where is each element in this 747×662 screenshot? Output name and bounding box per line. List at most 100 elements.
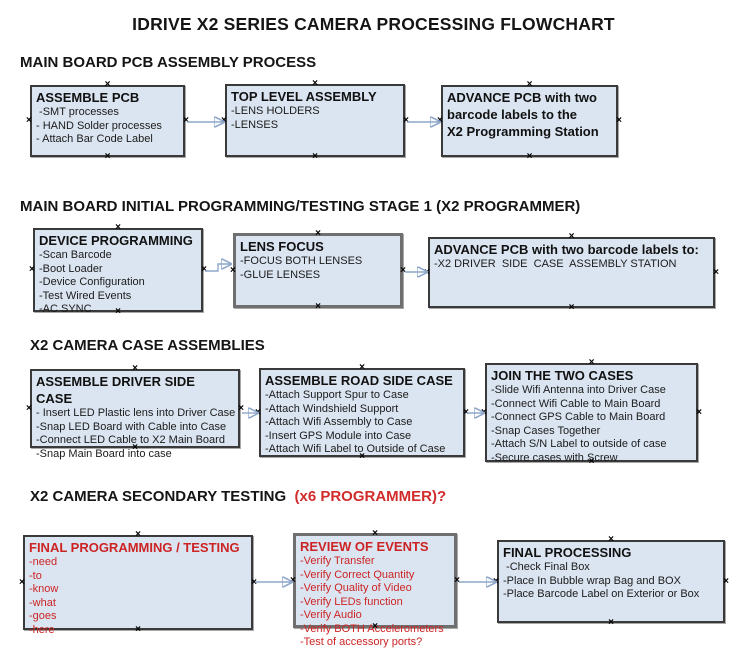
page-title: IDRIVE X2 SERIES CAMERA PROCESSING FLOWC…	[132, 14, 615, 34]
connector-handle-bottom: ×	[132, 442, 138, 453]
flow-box-assemble-road-side-case: ASSEMBLE ROAD SIDE CASE -Attach Support …	[255, 363, 469, 462]
flow-box-final-processing: FINAL PROCESSING -Check Final Box-Place …	[493, 535, 729, 628]
box-item: -Verify Audio	[300, 609, 362, 621]
flow-arrow	[205, 264, 231, 272]
box-item: -Attach S/N Label to outside of case	[491, 438, 667, 450]
box-item: -LENSES	[231, 118, 279, 131]
box-title: ASSEMBLE PCB	[36, 90, 140, 105]
box-item-list: -FOCUS BOTH LENSES-GLUE LENSES	[240, 255, 396, 282]
box-item: -Slide Wifi Antenna into Driver Case	[491, 384, 666, 396]
box-title: ADVANCE PCB with two barcode labels to t…	[447, 90, 599, 139]
connector-handle-left: ×	[437, 115, 443, 126]
box-item: -Attach Wifi Label to Outside of Case	[265, 443, 446, 455]
box-item: -Attach Support Spur to Case	[265, 389, 409, 401]
connector-handle-bottom: ×	[135, 624, 141, 635]
box-item: -what	[29, 596, 56, 609]
box-item: -Boot Loader	[39, 262, 103, 275]
box-item: -Connect Wifi Cable to Main Board	[491, 397, 661, 410]
flow-box-advance-pcb-programming-station: ADVANCE PCB with two barcode labels to t…	[437, 80, 622, 162]
box-item: -Device Configuration	[39, 276, 145, 288]
connector-handle-top: ×	[104, 79, 111, 90]
box-item: -Verify Quality of Video	[300, 582, 412, 594]
box-title: ADVANCE PCB with two barcode labels to:	[434, 242, 699, 257]
connector-handle-right: ×	[713, 266, 719, 278]
connector-handle-bottom: ×	[115, 306, 121, 317]
connector-handle-bottom: ×	[104, 151, 111, 162]
connector-handle-right: ×	[463, 406, 469, 418]
flow-box-assemble-driver-side-case: ASSEMBLE DRIVER SIDE CASE - Insert LED P…	[26, 364, 244, 460]
box-item: -know	[29, 583, 59, 595]
box-item: -need	[29, 556, 58, 568]
connector-handle-bottom: ×	[359, 451, 365, 462]
section-heading-initial-programming: MAIN BOARD INITIAL PROGRAMMING/TESTING S…	[20, 198, 580, 215]
box-item: -Test of accessory ports?	[300, 636, 423, 648]
box-title: FINAL PROCESSING	[503, 545, 632, 560]
box-item: - Insert LED Plastic lens into Driver Ca…	[36, 407, 236, 419]
connector-handle-left: ×	[19, 576, 25, 588]
section-heading-secondary-testing: X2 CAMERA SECONDARY TESTING (x6 PROGRAMM…	[30, 488, 446, 505]
flow-box-assemble-pcb: ASSEMBLE PCB -SMT processes- HAND Solder…	[26, 80, 189, 162]
box-title: TOP LEVEL ASSEMBLY	[231, 89, 377, 104]
connector-handle-left: ×	[26, 402, 32, 414]
box-item: -Verify Correct Quantity	[300, 568, 415, 581]
connector-handle-right: ×	[251, 576, 257, 588]
box-title: DEVICE PROGRAMMING	[39, 233, 193, 248]
connector-handle-right: ×	[183, 115, 189, 126]
box-item: -LENS HOLDERS	[231, 105, 320, 117]
box-item: -FOCUS BOTH LENSES	[240, 255, 363, 267]
box-title: ASSEMBLE ROAD SIDE CASE	[265, 373, 453, 388]
connector-handle-top: ×	[312, 78, 318, 89]
connector-handle-right: ×	[403, 114, 409, 126]
connector-handle-bottom: ×	[588, 456, 595, 467]
box-item-list: -need-to-know-what-goes-here	[29, 556, 247, 637]
box-item: -Attach Wifi Assembly to Case	[265, 416, 413, 428]
box-item-list: -Slide Wifi Antenna into Driver Case-Con…	[491, 384, 692, 465]
box-item: -Connect GPS Cable to Main Board	[491, 411, 666, 423]
box-title: LENS FOCUS	[240, 239, 324, 254]
box-item: -Insert GPS Module into Case	[265, 429, 412, 442]
flow-box-top-level-assembly: TOP LEVEL ASSEMBLY -LENS HOLDERS-LENSES …	[221, 79, 409, 162]
section-heading-text: MAIN BOARD PCB ASSEMBLY PROCESS	[20, 54, 317, 71]
section-heading-case-assemblies: X2 CAMERA CASE ASSEMBLIES	[30, 337, 265, 354]
connector-handle-top: ×	[526, 79, 533, 90]
box-item-list: -SMT processes- HAND Solder processes- A…	[36, 106, 179, 147]
box-item: -Snap Main Board into case	[36, 447, 172, 460]
connector-handle-right: ×	[201, 264, 207, 275]
box-item: -Place Barcode Label on Exterior or Box	[503, 588, 700, 600]
section-heading-text: MAIN BOARD INITIAL PROGRAMMING/TESTING S…	[20, 198, 581, 215]
connector-handle-top: ×	[115, 222, 121, 233]
box-item: -Test Wired Events	[39, 289, 132, 302]
box-item: -GLUE LENSES	[240, 268, 321, 281]
box-item: -Scan Barcode	[39, 249, 112, 261]
box-item-list: -Check Final Box-Place In Bubble wrap Ba…	[503, 561, 719, 602]
section-heading-pcb-assembly: MAIN BOARD PCB ASSEMBLY PROCESS	[20, 54, 316, 71]
connector-handle-bottom: ×	[608, 617, 614, 628]
connector-handle-bottom: ×	[568, 302, 575, 313]
flow-box-device-programming: DEVICE PROGRAMMING -Scan Barcode-Boot Lo…	[29, 223, 207, 317]
box-item: -Verify LEDs function	[300, 595, 403, 608]
connector-handle-bottom: ×	[372, 621, 378, 632]
connector-handle-left: ×	[29, 264, 35, 275]
flow-box-lens-focus: LENS FOCUS -FOCUS BOTH LENSES-GLUE LENSE…	[230, 229, 406, 312]
connector-handle-right: ×	[616, 115, 622, 126]
connector-handle-left: ×	[230, 264, 236, 276]
box-item: -SMT processes	[36, 106, 119, 118]
box-item: -to	[29, 569, 42, 582]
connector-handle-right: ×	[238, 402, 244, 414]
box-item: -Connect LED Cable to X2 Main Board	[36, 434, 225, 446]
box-item-list: -Scan Barcode-Boot Loader-Device Configu…	[39, 249, 197, 317]
connector-handle-right: ×	[400, 264, 406, 276]
connector-handle-top: ×	[372, 528, 378, 539]
flow-box-final-programming-testing: FINAL PROGRAMMING / TESTING -need-to-kno…	[19, 530, 257, 636]
box-title: REVIEW OF EVENTS	[300, 539, 429, 554]
box-item: -Attach Windshield Support	[265, 402, 399, 415]
section-heading-text: X2 CAMERA CASE ASSEMBLIES	[30, 337, 265, 354]
connector-handle-left: ×	[255, 406, 261, 418]
connector-handle-bottom: ×	[312, 151, 318, 162]
box-item-list: -X2 DRIVER SIDE CASE ASSEMBLY STATION	[434, 258, 709, 272]
connector-handle-top: ×	[132, 363, 138, 374]
connector-handle-top: ×	[315, 228, 321, 239]
box-item: -Secure cases with Screw	[491, 451, 618, 464]
box-item-list: -Verify Transfer-Verify Correct Quantity…	[300, 555, 450, 650]
